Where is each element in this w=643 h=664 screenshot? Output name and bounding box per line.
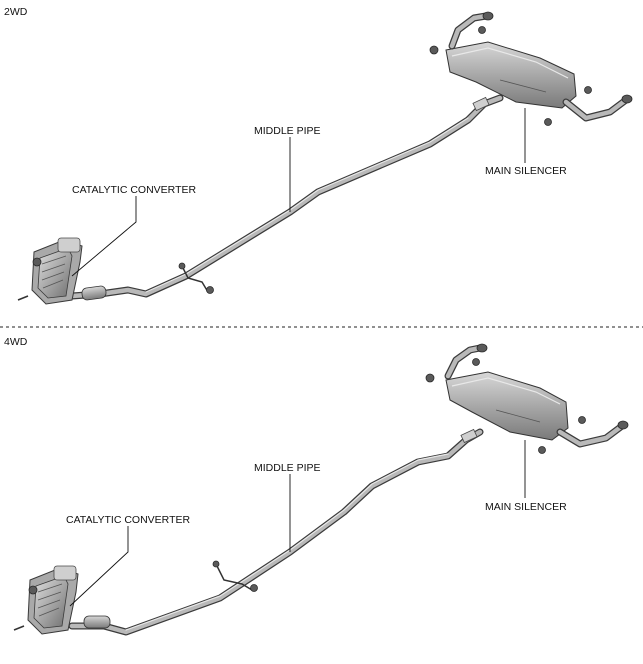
main-silencer-2wd [429,11,633,126]
middle-pipe-4wd [68,428,484,636]
section-2wd: 2WD [4,6,633,305]
section-heading-4wd: 4WD [4,336,28,348]
catalytic-converter-label-2wd: CATALYTIC CONVERTER [72,184,196,196]
catalytic-converter-leader-2wd [71,196,137,277]
middle-pipe-label-4wd: MIDDLE PIPE [254,462,321,474]
section-4wd: 4WD [4,336,629,636]
main-silencer-label-2wd: MAIN SILENCER [485,165,567,177]
catalytic-converter-4wd [13,565,79,635]
catalytic-converter-leader-4wd [69,526,129,607]
main-silencer-4wd [425,343,629,454]
catalytic-converter-2wd [17,237,83,305]
middle-pipe-label-2wd: MIDDLE PIPE [254,125,321,137]
main-silencer-label-4wd: MAIN SILENCER [485,501,567,513]
catalytic-converter-label-4wd: CATALYTIC CONVERTER [66,514,190,526]
section-heading-2wd: 2WD [4,6,28,18]
